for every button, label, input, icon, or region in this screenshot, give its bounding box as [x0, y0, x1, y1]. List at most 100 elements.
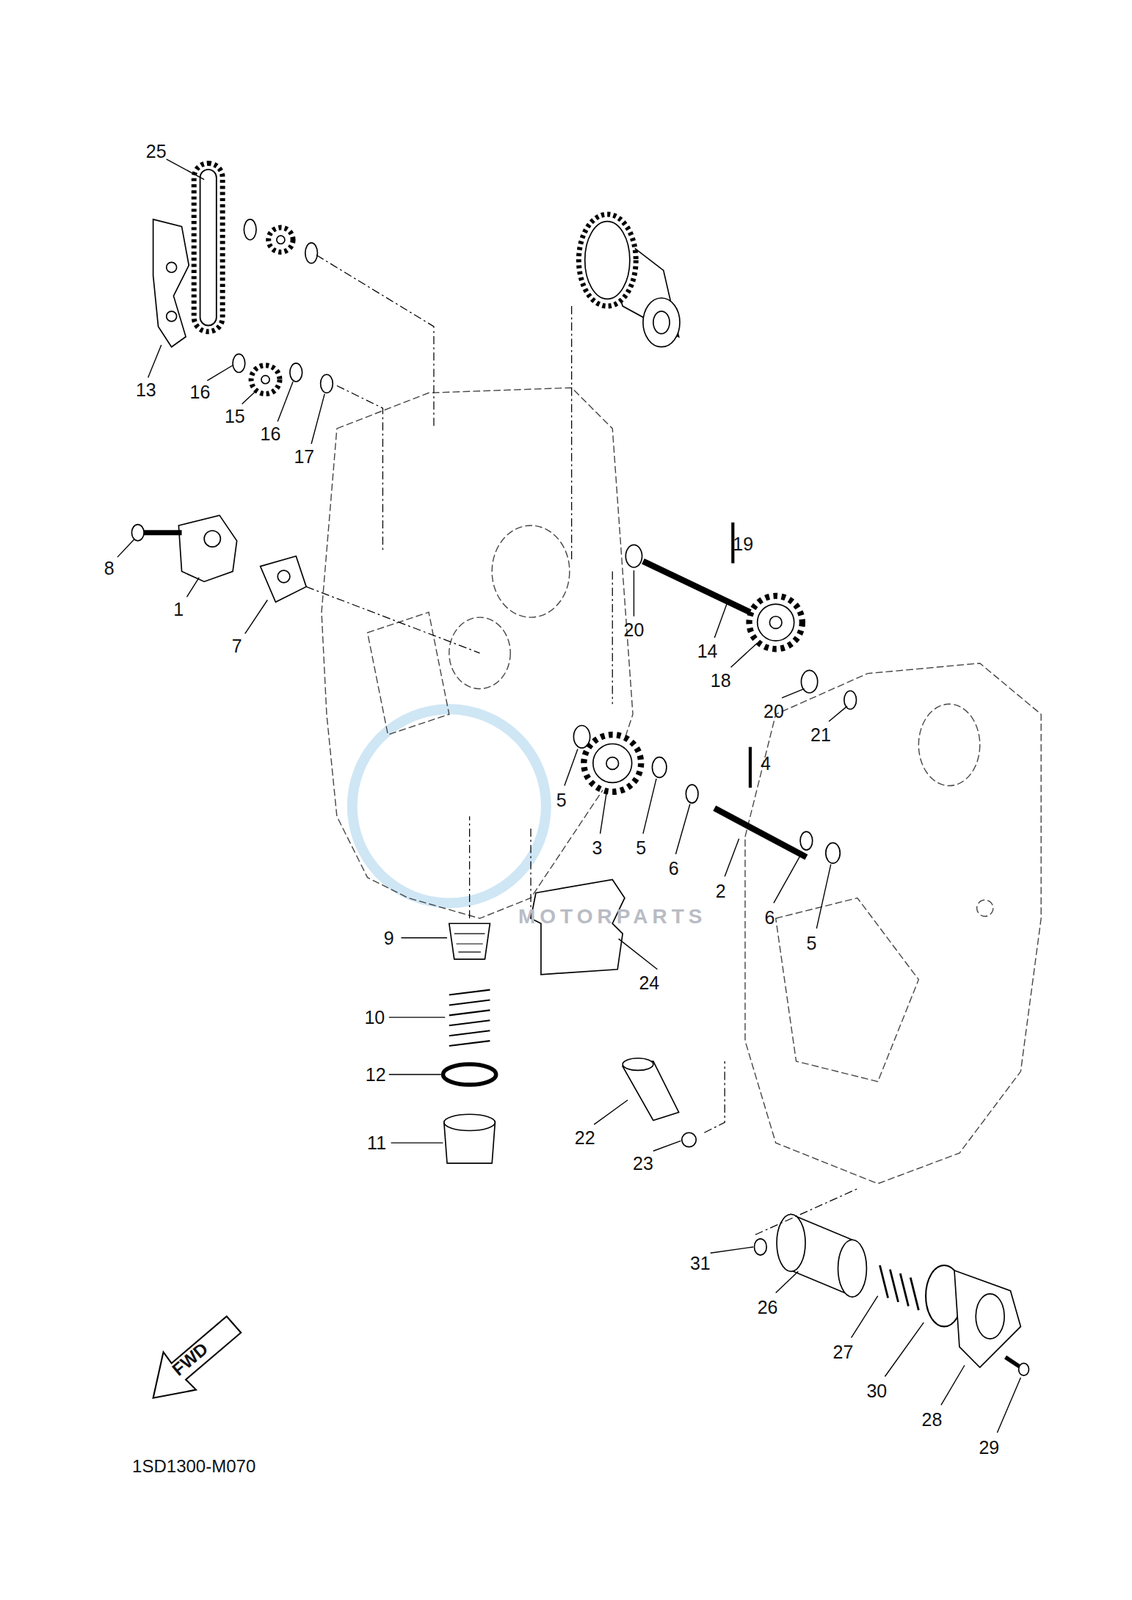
oil-filter-assembly-part [975, 1294, 1005, 1340]
crankcase-outline-part [367, 612, 450, 735]
oil-pump [131, 515, 307, 602]
assembly-lines-part [530, 826, 531, 919]
leader-lines-part [618, 938, 658, 970]
oil-filter-assembly-part [1018, 1363, 1030, 1376]
oil-pump-part [143, 530, 183, 536]
balancer-shaft-part [585, 221, 630, 300]
leader-lines-part [391, 1142, 444, 1144]
cam-chain-part [200, 169, 217, 326]
leader-lines-part [775, 1271, 799, 1293]
crankcase-outline-part [449, 617, 511, 689]
oil-filter-assembly-part [1005, 1357, 1022, 1368]
callout-number: 5 [556, 791, 567, 810]
relief-valve-part [622, 1058, 654, 1072]
callout-number: 6 [668, 859, 680, 878]
balancer-shaft-part [643, 298, 680, 348]
callout-number: 4 [760, 754, 771, 774]
leader-lines-part [400, 937, 448, 939]
assembly-lines-part [612, 571, 613, 705]
shafts-and-gears-part [625, 544, 642, 568]
callout-number: 29 [978, 1438, 1000, 1457]
leader-lines-part [245, 600, 268, 635]
watermark-logo [352, 709, 547, 903]
chain-guide [153, 219, 190, 348]
shafts-and-gears-part [757, 604, 795, 641]
leader-lines-part [593, 1100, 628, 1125]
leader-lines-part [166, 159, 205, 180]
callout-number: 12 [365, 1065, 387, 1085]
chain-guide-part [153, 219, 190, 348]
callout-number: 5 [635, 839, 647, 858]
leader-lines-part [653, 1140, 682, 1152]
chain-guide-part [166, 262, 177, 273]
balancer-shaft-part [578, 214, 636, 307]
leader-lines-part [242, 389, 258, 404]
crankcase-outline-part [745, 663, 1041, 1185]
assembly-lines-part [571, 306, 572, 562]
leader-lines-part [148, 345, 162, 378]
shafts-and-gears-part [583, 734, 641, 793]
shafts-and-gears-part [606, 757, 619, 771]
leader-lines-part [643, 778, 657, 834]
leader-lines-part [187, 577, 200, 597]
callout-number: 7 [231, 637, 243, 656]
strainer-and-plug-part [454, 933, 486, 953]
leader-lines-part [600, 794, 607, 834]
callout-number: 9 [383, 928, 395, 948]
shafts-and-gears-part [714, 808, 807, 858]
sprockets-and-clips-part [251, 365, 280, 395]
assembly-lines-part [306, 586, 480, 653]
callout-number: 20 [763, 702, 785, 721]
leader-lines [117, 159, 1021, 1433]
callout-number: 19 [732, 535, 754, 554]
callout-number: 17 [293, 447, 315, 466]
chain-guide-part [166, 311, 177, 322]
callout-number: 1 [173, 600, 184, 619]
shafts-and-gears-part [800, 831, 813, 851]
sprockets-and-clips-part [261, 375, 270, 384]
sprockets-and-clips-part [289, 363, 303, 382]
callout-number: 11 [367, 1134, 387, 1153]
crankcase-outline-part [918, 704, 980, 786]
leader-lines-part [277, 381, 293, 422]
leader-lines-part [781, 688, 805, 699]
sprockets-and-clips-part [276, 235, 285, 244]
baffle-plate [530, 879, 625, 975]
sprockets-and-clips-part [232, 353, 246, 373]
leader-lines-part [851, 1296, 878, 1339]
shafts-and-gears-part [748, 747, 752, 789]
callout-number: 21 [810, 726, 832, 745]
shafts-and-gears-part [749, 596, 803, 649]
oil-pump-part [178, 515, 237, 582]
leader-lines-part [828, 706, 848, 722]
leader-lines-part [724, 839, 739, 877]
oil-filter-assembly [754, 1214, 1030, 1376]
leader-lines-part [389, 1074, 442, 1075]
strainer-and-plug-part [444, 1114, 496, 1131]
callout-number: 13 [135, 381, 157, 400]
callout-number: 30 [866, 1382, 887, 1401]
callout-number: 15 [224, 407, 246, 426]
sprockets-and-clips-part [268, 227, 293, 252]
shafts-and-gears-part [844, 690, 857, 710]
crankcase-outline-part [977, 900, 994, 917]
callout-number: 3 [591, 839, 602, 858]
assembly-lines-part [704, 1061, 725, 1133]
callout-number: 27 [833, 1343, 854, 1362]
strainer-and-plug-part [449, 990, 491, 1047]
watermark-text: MOTORPARTS [518, 906, 707, 928]
relief-valve-part [681, 1132, 696, 1147]
leader-lines-part [207, 365, 233, 382]
cam-chain-part [193, 162, 223, 332]
callout-number: 23 [632, 1154, 654, 1174]
sprockets-and-clips [232, 219, 333, 395]
fwd-arrow-part [153, 1316, 242, 1398]
strainer-and-plug [442, 923, 496, 1164]
callout-number: 31 [690, 1254, 711, 1273]
oil-pump-part [260, 556, 307, 603]
assembly-lines [306, 255, 858, 1236]
callout-number: 18 [710, 671, 732, 691]
leader-lines-part [773, 852, 803, 904]
shafts-and-gears-part [593, 744, 633, 784]
